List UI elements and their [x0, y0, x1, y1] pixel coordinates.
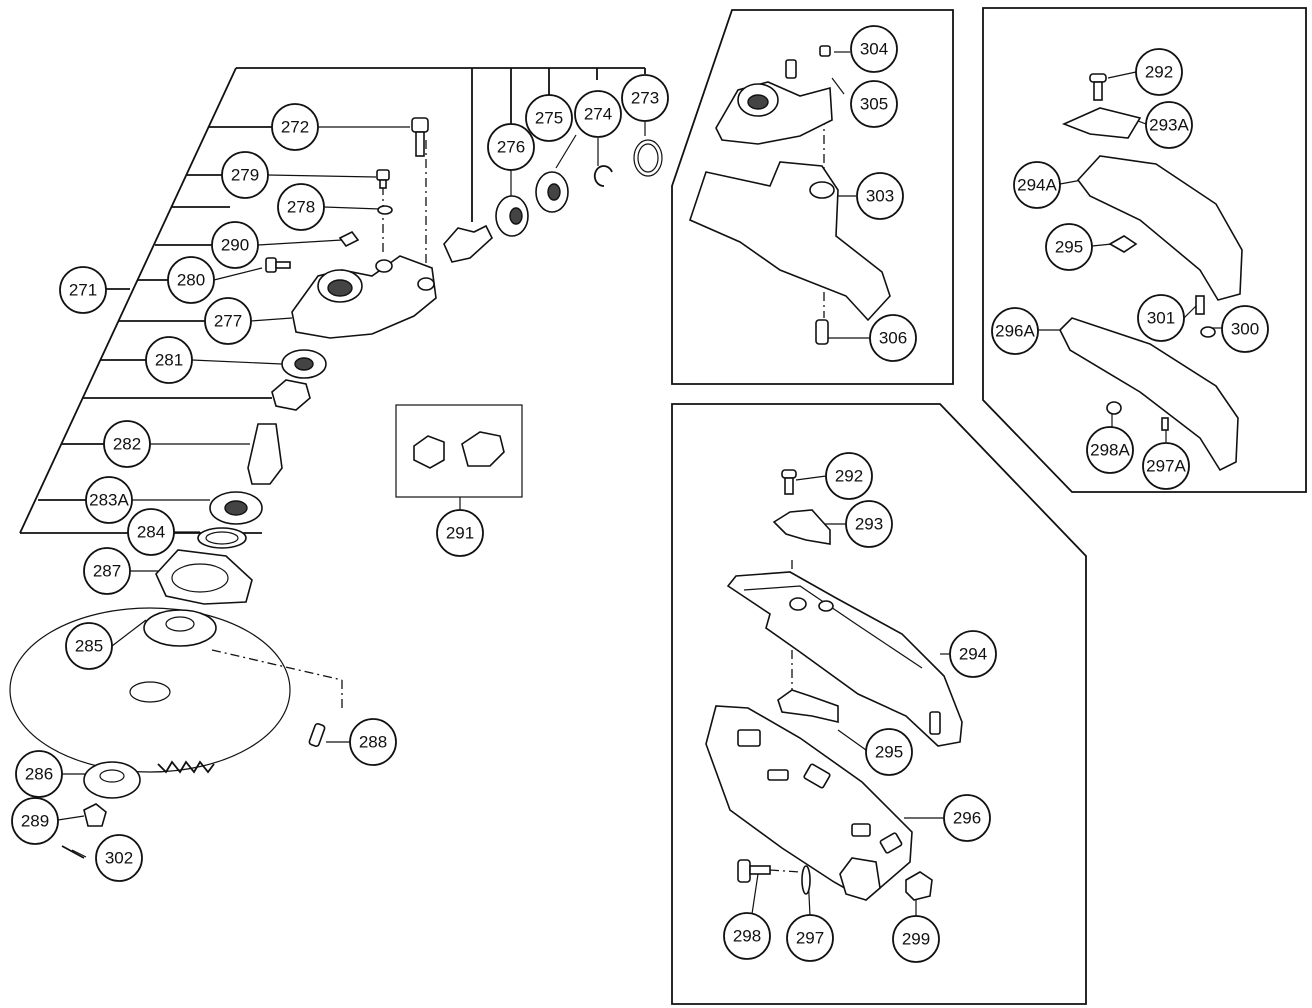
callout-276: 276: [487, 123, 535, 171]
callout-277: 277: [204, 297, 252, 345]
callout-306: 306: [869, 314, 917, 362]
leader-lines-left: [57, 119, 646, 858]
svg-text:280: 280: [177, 271, 205, 290]
svg-text:297: 297: [796, 929, 824, 948]
panel-294: [671, 403, 1087, 1005]
panel-303: [671, 9, 954, 385]
svg-text:293A: 293A: [1149, 116, 1189, 135]
callout-278: 278: [277, 183, 325, 231]
svg-text:289: 289: [21, 812, 49, 831]
callout-295-right: 295: [1045, 223, 1093, 271]
svg-text:274: 274: [584, 105, 612, 124]
callout-294: 294: [949, 630, 997, 678]
callout-288: 288: [349, 718, 397, 766]
svg-text:295: 295: [1055, 238, 1083, 257]
callout-281: 281: [145, 336, 193, 384]
gearhead-parts: [9, 117, 663, 859]
svg-text:284: 284: [137, 523, 165, 542]
callout-290: 290: [211, 221, 259, 269]
svg-text:304: 304: [860, 40, 888, 59]
callout-297: 297: [786, 914, 834, 962]
svg-text:303: 303: [866, 187, 894, 206]
svg-text:299: 299: [902, 930, 930, 949]
callout-296A: 296A: [991, 307, 1039, 355]
panel-294A: [982, 7, 1307, 493]
svg-text:283A: 283A: [89, 491, 129, 510]
callout-292-right: 292: [1135, 48, 1183, 96]
svg-text:298: 298: [733, 927, 761, 946]
svg-text:273: 273: [631, 89, 659, 108]
svg-text:291: 291: [446, 524, 474, 543]
callout-285: 285: [65, 622, 113, 670]
callout-271: 271: [59, 266, 107, 314]
callout-293A: 293A: [1145, 101, 1193, 149]
callout-287: 287: [83, 547, 131, 595]
inset-291: [395, 404, 523, 512]
callout-296: 296: [943, 794, 991, 842]
svg-text:288: 288: [359, 733, 387, 752]
callout-300: 300: [1221, 305, 1269, 353]
callout-298: 298: [723, 912, 771, 960]
svg-text:296: 296: [953, 809, 981, 828]
svg-text:301: 301: [1147, 309, 1175, 328]
callout-286: 286: [15, 750, 63, 798]
svg-text:293: 293: [855, 515, 883, 534]
svg-text:294A: 294A: [1017, 176, 1057, 195]
svg-text:306: 306: [879, 329, 907, 348]
callout-275: 275: [525, 94, 573, 142]
svg-text:292: 292: [1145, 63, 1173, 82]
svg-text:281: 281: [155, 351, 183, 370]
svg-text:296A: 296A: [995, 322, 1035, 341]
svg-text:271: 271: [69, 281, 97, 300]
svg-text:279: 279: [231, 166, 259, 185]
callout-294A: 294A: [1013, 161, 1061, 209]
svg-text:275: 275: [535, 109, 563, 128]
callout-280: 280: [167, 256, 215, 304]
callout-292: 292: [825, 452, 873, 500]
callout-302: 302: [95, 834, 143, 882]
svg-text:285: 285: [75, 637, 103, 656]
callout-273: 273: [621, 74, 669, 122]
svg-text:295: 295: [875, 743, 903, 762]
svg-text:277: 277: [214, 312, 242, 331]
callout-298A: 298A: [1086, 426, 1134, 474]
svg-text:297A: 297A: [1146, 457, 1186, 476]
callout-282: 282: [103, 420, 151, 468]
svg-text:290: 290: [221, 236, 249, 255]
callout-289: 289: [11, 797, 59, 845]
callout-279: 279: [221, 151, 269, 199]
svg-text:287: 287: [93, 562, 121, 581]
svg-text:286: 286: [25, 765, 53, 784]
callout-304: 304: [850, 25, 898, 73]
svg-text:298A: 298A: [1090, 441, 1130, 460]
svg-text:282: 282: [113, 435, 141, 454]
callout-297A: 297A: [1142, 442, 1190, 490]
svg-text:292: 292: [835, 467, 863, 486]
callout-295: 295: [865, 728, 913, 776]
svg-text:276: 276: [497, 138, 525, 157]
svg-text:278: 278: [287, 198, 315, 217]
callout-284: 284: [127, 508, 175, 556]
svg-text:272: 272: [281, 118, 309, 137]
callout-291: 291: [436, 509, 484, 557]
callout-305: 305: [850, 80, 898, 128]
svg-text:305: 305: [860, 95, 888, 114]
svg-text:294: 294: [959, 645, 987, 664]
svg-text:300: 300: [1231, 320, 1259, 339]
callout-303: 303: [856, 172, 904, 220]
bracket-tree: [19, 67, 646, 534]
callout-293: 293: [845, 500, 893, 548]
svg-text:302: 302: [105, 849, 133, 868]
callout-272: 272: [271, 103, 319, 151]
callout-274: 274: [574, 90, 622, 138]
callout-283A: 283A: [85, 476, 133, 524]
callout-299: 299: [892, 915, 940, 963]
callout-301: 301: [1137, 294, 1185, 342]
